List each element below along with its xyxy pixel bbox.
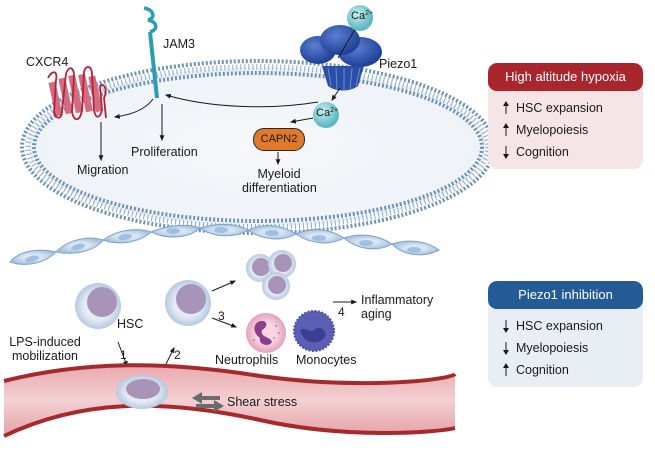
down-arrow-icon: [503, 342, 509, 355]
myeloid-differentiation-label: Myeloid differentiation: [242, 167, 317, 195]
item-label: Cognition: [516, 363, 569, 377]
myeloid-line2: differentiation: [242, 181, 317, 195]
down-arrow-icon: [503, 146, 509, 159]
up-arrow-icon: [503, 101, 509, 114]
monocytes-label: Monocytes: [296, 353, 357, 367]
inflammatory-line2: aging: [361, 307, 392, 321]
down-arrow-icon: [503, 320, 509, 333]
lps-mobilization-label: LPS-induced mobilization: [2, 335, 88, 363]
signaling-arrows: [98, 87, 341, 166]
ca-base: Ca: [351, 10, 366, 22]
panel-item: Myelopoiesis: [502, 337, 643, 359]
progenitor-cluster: [246, 250, 296, 300]
hsc-cell: [75, 283, 121, 329]
item-label: HSC expansion: [516, 319, 603, 333]
monocyte-cell: [293, 310, 335, 352]
lps-line2: mobilization: [11, 349, 78, 363]
hsc-label: HSC: [117, 317, 144, 331]
endothelial-layer: [9, 223, 440, 265]
migration-label: Migration: [77, 163, 129, 177]
jam3-label: JAM3: [163, 37, 195, 51]
panel-item: Cognition: [502, 141, 643, 163]
calcium-inside-label: Ca2+: [316, 107, 338, 119]
item-label: Myelopoiesis: [516, 123, 589, 137]
inflammatory-aging-label: Inflammatory aging: [361, 293, 433, 321]
cxcr4-receptor: [47, 66, 107, 121]
ca-charge: 2+: [330, 107, 339, 114]
proliferation-label: Proliferation: [131, 145, 198, 159]
panel-item: HSC expansion: [502, 97, 643, 119]
hsc-in-vessel: [116, 375, 168, 409]
calcium-ion-inside: [313, 102, 339, 128]
panel-title: Piezo1 inhibition: [488, 281, 643, 309]
step-1-label: 1: [120, 348, 127, 362]
up-arrow-icon: [503, 123, 509, 136]
lps-line1: LPS-induced: [9, 335, 81, 349]
cxcr4-label: CXCR4: [26, 55, 69, 69]
high-altitude-hypoxia-panel: High altitude hypoxia HSC expansion Myel…: [488, 63, 643, 169]
step-4-label: 4: [338, 305, 345, 319]
niche-arrows: [117, 280, 358, 377]
shear-stress-label: Shear stress: [227, 395, 298, 409]
neutrophils-label: Neutrophils: [215, 353, 279, 367]
step-3-label: 3: [218, 309, 225, 323]
calcium-outside-label: Ca2+: [351, 10, 373, 22]
inflammatory-line1: Inflammatory: [361, 293, 434, 307]
panel-item: Myelopoiesis: [502, 119, 643, 141]
myeloid-line1: Myeloid: [257, 167, 301, 181]
blood-vessel: [3, 363, 457, 438]
step-2-label: 2: [174, 348, 181, 362]
panel-item: Cognition: [502, 359, 643, 381]
item-label: Myelopoiesis: [516, 341, 589, 355]
panel-title: High altitude hypoxia: [488, 63, 643, 91]
jam3-protein: [143, 6, 159, 99]
capn2-node: CAPN2: [253, 128, 305, 151]
piezo1-channel: [300, 25, 382, 91]
neutrophil-cell: [246, 313, 286, 353]
ca-charge: 2+: [365, 10, 374, 17]
calcium-ion-outside: [347, 5, 373, 31]
hsc-cell-returned: [165, 280, 211, 326]
piezo1-inhibition-panel: Piezo1 inhibition HSC expansion Myelopoi…: [488, 281, 643, 387]
panel-item: HSC expansion: [502, 315, 643, 337]
shear-stress-icon: [192, 392, 224, 412]
ca-base: Ca: [316, 107, 331, 119]
up-arrow-icon: [503, 363, 509, 376]
item-label: HSC expansion: [516, 101, 603, 115]
item-label: Cognition: [516, 145, 569, 159]
piezo1-label: Piezo1: [379, 57, 418, 71]
